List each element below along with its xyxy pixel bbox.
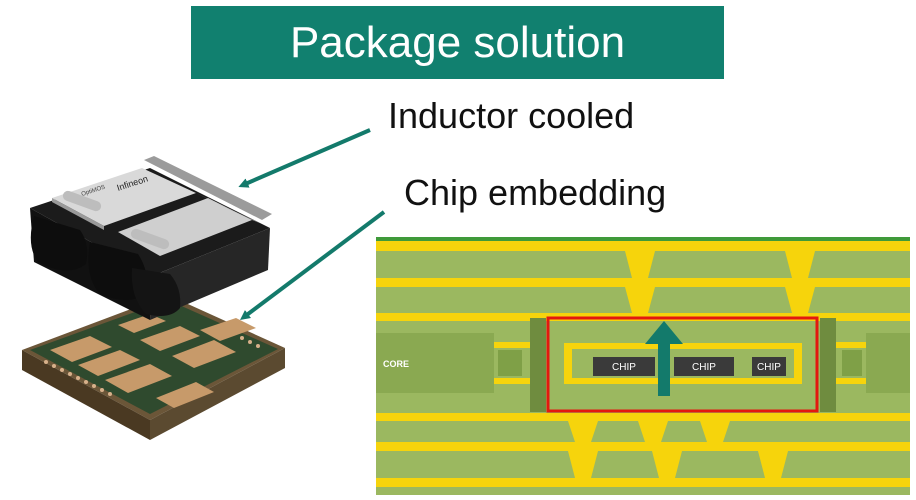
chip-embedding-label: Chip embedding xyxy=(404,172,667,213)
pcb-cross-section: CORE CHIP CHIP CHIP xyxy=(376,237,910,495)
chip-3-label: CHIP xyxy=(757,362,781,373)
chip-1-label: CHIP xyxy=(612,362,636,373)
title-banner: Package solution xyxy=(191,6,724,79)
heat-flow-arrow-shaft xyxy=(658,343,670,396)
chip-2-label: CHIP xyxy=(692,362,716,373)
substrate-board xyxy=(22,295,285,440)
core-block-right xyxy=(866,333,910,393)
chip-2 xyxy=(674,357,734,376)
inductor-module: Infineon OptiMOS xyxy=(30,156,272,320)
core-block-left xyxy=(376,333,494,393)
embedding-highlight-box xyxy=(546,316,819,413)
chip-pointer-arrow xyxy=(240,210,386,320)
heat-flow-arrow-head xyxy=(645,321,683,344)
chip-3 xyxy=(752,357,786,376)
chip-1 xyxy=(593,357,655,376)
vias-upper xyxy=(625,251,815,313)
vias-lower xyxy=(568,421,788,478)
inductor-pointer-arrow xyxy=(238,128,371,188)
inductor-cooled-label: Inductor cooled xyxy=(388,95,635,136)
page-title: Package solution xyxy=(289,17,626,67)
core-label: CORE xyxy=(383,359,409,369)
